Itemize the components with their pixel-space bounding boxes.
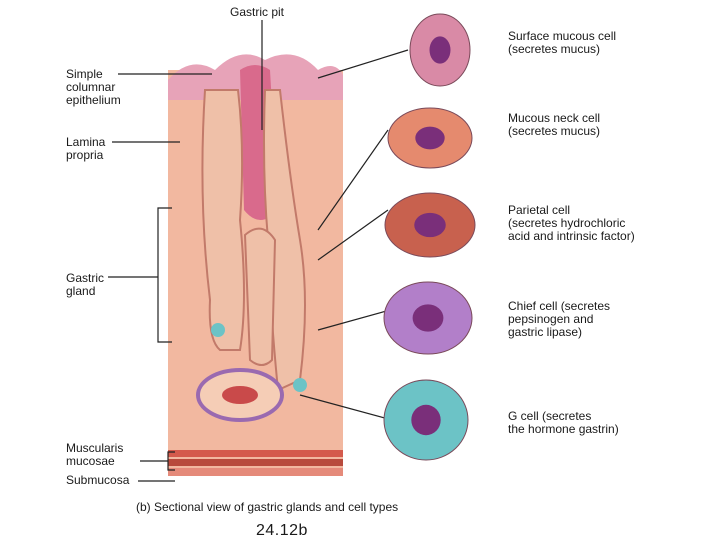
leader-cell-4: [317, 309, 391, 331]
figure-number: 24.12b: [256, 522, 308, 539]
label-cell-1: Surface mucous cell (secretes mucus): [508, 29, 617, 56]
label-muscularis-mucosae: Muscularis mucosae: [66, 441, 124, 468]
label-submucosa: Submucosa: [66, 473, 130, 487]
label-cell-2: Mucous neck cell (secretes mucus): [508, 111, 601, 138]
gland-lumen: [222, 386, 258, 404]
leader-cell-5: [299, 394, 393, 421]
bracket-gastric-gland: [157, 207, 172, 343]
label-cell-3: Parietal cell (secretes hydrochloric aci…: [508, 203, 635, 243]
label-cell-5: G cell (secretes the hormone gastrin): [508, 409, 619, 436]
cell-nucleus: [415, 126, 445, 150]
leader-cell-3: [317, 209, 389, 261]
leader-cell-1: [317, 49, 409, 79]
g-cell-marker: [293, 378, 307, 392]
cell-nucleus: [411, 404, 441, 436]
gland-tube-middle: [243, 227, 277, 366]
muscularis-band: [168, 459, 343, 466]
label-gastric-gland: Gastric gland: [66, 271, 105, 298]
g-cell-marker: [211, 323, 225, 337]
cell-nucleus: [429, 36, 451, 64]
figure-caption: (b) Sectional view of gastric glands and…: [136, 500, 399, 514]
label-cell-4: Chief cell (secretes pepsinogen and gast…: [508, 299, 611, 339]
cell-nucleus: [414, 212, 446, 238]
gland-tube-left: [201, 89, 245, 351]
label-lamina-propria: Lamina propria: [66, 135, 106, 162]
muscularis-band: [168, 450, 343, 457]
cell-nucleus: [412, 304, 444, 332]
submucosa-band: [168, 468, 343, 476]
leader-cell-2: [317, 129, 389, 231]
label-simple-columnar: Simple columnar epithelium: [66, 67, 121, 107]
label-gastric-pit: Gastric pit: [230, 5, 285, 19]
